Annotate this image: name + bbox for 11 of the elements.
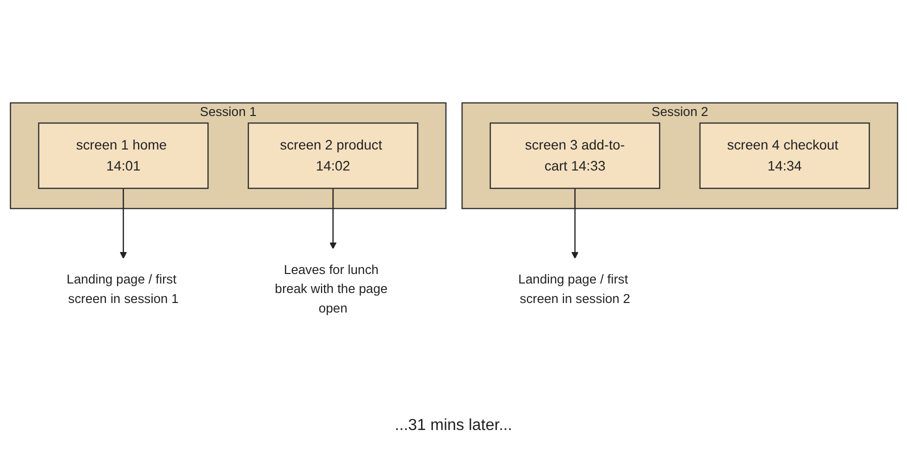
node-box: screen 3 add-to-cart 14:33 (489, 122, 660, 189)
node-box: screen 4 checkout 14:34 (698, 122, 870, 189)
node-box: screen 1 home 14:01 (38, 122, 208, 189)
arrow (119, 188, 126, 259)
arrow (570, 188, 578, 259)
time-gap-note: ...31 mins later... (394, 417, 512, 435)
node-text: Landing page / first screen in session 1 (66, 273, 178, 306)
node-box: screen 2 product 14:02 (247, 122, 418, 189)
node-text: Leaves for lunch break with the page open (274, 263, 388, 316)
node-text: Landing page / first screen in session 2 (518, 273, 630, 306)
arrow (328, 188, 336, 250)
